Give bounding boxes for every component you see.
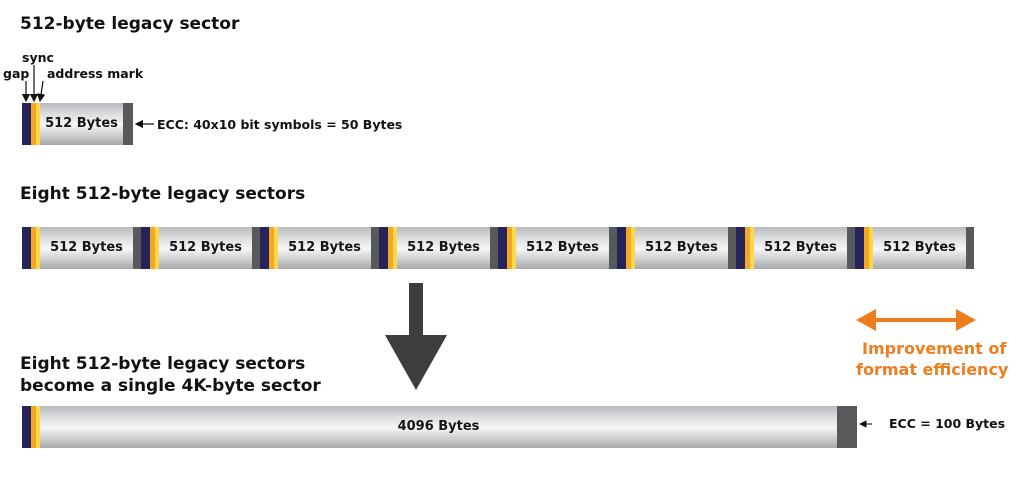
ecc-segment — [728, 227, 736, 269]
data-segment — [397, 227, 490, 269]
gap-segment — [22, 227, 31, 269]
data-segment — [873, 227, 966, 269]
gap-segment — [855, 227, 864, 269]
data-segment — [516, 227, 609, 269]
address-mark-segment — [36, 227, 40, 269]
improvement-label-line1: Improvement of — [862, 339, 1007, 358]
legacy-sector-3: 512 Bytes — [260, 227, 379, 269]
data-segment — [278, 227, 371, 269]
down-arrow-shaft — [409, 283, 423, 335]
sync-segment — [745, 227, 750, 269]
ecc-segment — [609, 227, 617, 269]
ecc-4k-label: ECC = 100 Bytes — [889, 416, 1006, 431]
sync-segment — [31, 227, 36, 269]
sync-segment — [31, 406, 36, 448]
address-mark-segment — [36, 103, 40, 145]
address-mark-segment — [631, 227, 635, 269]
ecc-segment — [123, 103, 133, 145]
sector-data-label: 512 Bytes — [645, 240, 718, 255]
data-segment — [40, 103, 123, 145]
gap-segment — [379, 227, 388, 269]
legacy-sector-2: 512 Bytes — [141, 227, 260, 269]
address-mark-segment — [393, 227, 397, 269]
legacy-sector-7: 512 Bytes — [736, 227, 855, 269]
legacy-sector-4: 512 Bytes — [379, 227, 498, 269]
legacy-sector-1: 512 Bytes — [22, 227, 141, 269]
legacy-sector-6: 512 Bytes — [617, 227, 736, 269]
combined-title-line2: become a single 4K-byte sector — [20, 376, 321, 396]
address-mark-segment — [512, 227, 516, 269]
ecc-segment — [490, 227, 498, 269]
sector-data-label: 512 Bytes — [526, 240, 599, 255]
sector-data-label: 512 Bytes — [764, 240, 837, 255]
address-mark-segment — [155, 227, 159, 269]
sector-data-label: 512 Bytes — [883, 240, 956, 255]
gap-segment — [141, 227, 150, 269]
ecc-segment — [371, 227, 379, 269]
data-segment — [159, 227, 252, 269]
legacy-sector-5: 512 Bytes — [498, 227, 617, 269]
4k-sector: 4096 Bytes — [22, 406, 857, 448]
address-mark-segment — [750, 227, 754, 269]
sync-label: sync — [22, 50, 54, 65]
address-mark-segment — [36, 406, 40, 448]
improvement-arrow-right-head — [956, 309, 976, 331]
data-segment — [40, 406, 837, 448]
sync-segment — [864, 227, 869, 269]
address-mark-segment — [274, 227, 278, 269]
sync-segment — [150, 227, 155, 269]
sector-data-label: 512 Bytes — [169, 240, 242, 255]
address-mark-label: address mark — [47, 66, 144, 81]
gap-segment — [22, 103, 31, 145]
sync-segment — [626, 227, 631, 269]
improvement-label-line2: format efficiency — [856, 360, 1009, 379]
gap-label: gap — [3, 66, 30, 81]
gap-segment — [498, 227, 507, 269]
single-sector-title: 512-byte legacy sector — [20, 14, 240, 34]
sector-data-label: 512 Bytes — [50, 240, 123, 255]
gap-segment — [260, 227, 269, 269]
sync-segment — [269, 227, 274, 269]
gap-segment — [617, 227, 626, 269]
ecc-segment — [837, 406, 857, 448]
improvement-arrow-left-head — [856, 309, 876, 331]
legacy-sector: 512 Bytes — [22, 103, 133, 145]
sync-segment — [388, 227, 393, 269]
sync-segment — [31, 103, 36, 145]
ecc-512-label: ECC: 40x10 bit symbols = 50 Bytes — [157, 117, 403, 132]
gap-segment — [22, 406, 31, 448]
ecc-segment — [133, 227, 141, 269]
gap-segment — [736, 227, 745, 269]
sync-segment — [507, 227, 512, 269]
ecc-segment — [252, 227, 260, 269]
combined-title-line1: Eight 512-byte legacy sectors — [20, 354, 306, 374]
down-arrow-head — [385, 335, 447, 390]
data-label: 512 Bytes — [45, 116, 118, 131]
sector-data-label: 512 Bytes — [288, 240, 361, 255]
data-segment — [40, 227, 133, 269]
data-segment — [635, 227, 728, 269]
eight-sectors-title: Eight 512-byte legacy sectors — [20, 184, 306, 204]
sector-data-label: 512 Bytes — [407, 240, 480, 255]
address-mark-pointer-arrow — [36, 80, 46, 103]
ecc-segment — [966, 227, 974, 269]
ecc-segment — [847, 227, 855, 269]
legacy-sector-8: 512 Bytes — [855, 227, 974, 269]
data-segment — [754, 227, 847, 269]
address-mark-segment — [869, 227, 873, 269]
data-4k-label: 4096 Bytes — [397, 419, 480, 434]
